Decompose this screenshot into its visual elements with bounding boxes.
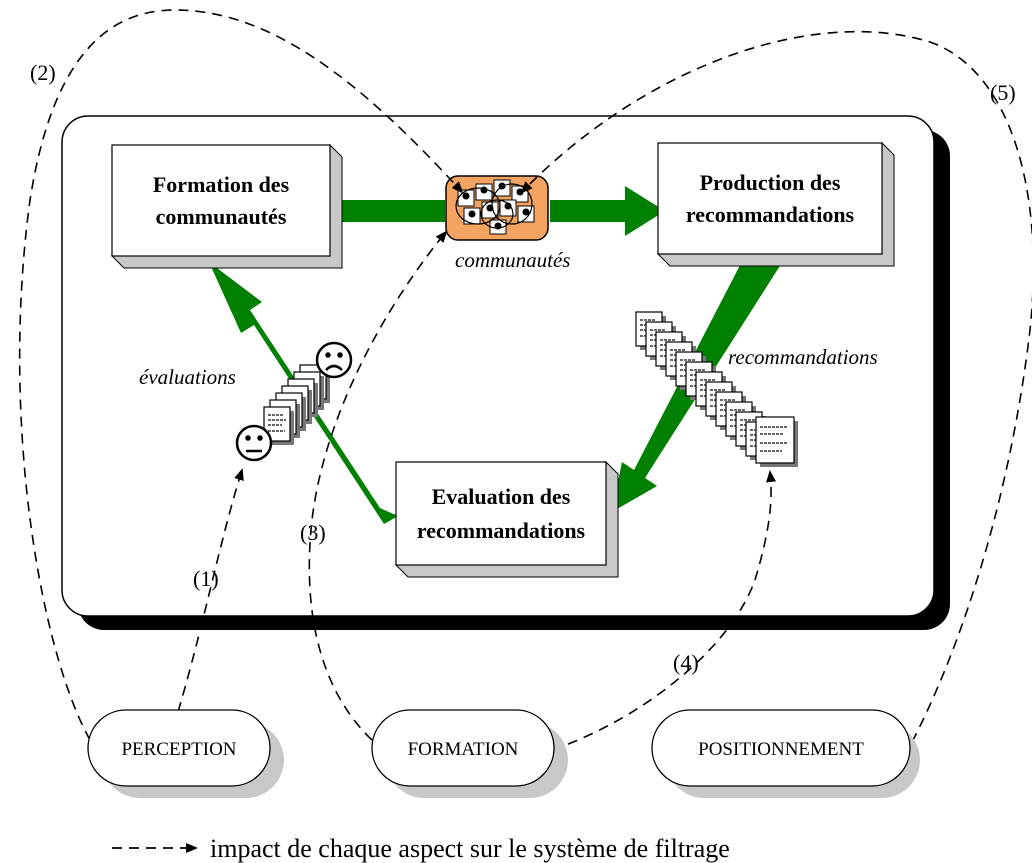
arrow-formation-to-communities: [330, 200, 445, 222]
box-evaluation-line1: Evaluation des: [432, 484, 571, 509]
impact-number-5: (5): [990, 80, 1016, 105]
box-formation: Formation des communautés: [110, 143, 343, 269]
box-formation-line1: Formation des: [153, 172, 290, 197]
recommandations-documents: [636, 312, 798, 467]
box-evaluation-line2: recommandations: [417, 518, 586, 543]
impact-curve-1: [177, 468, 244, 713]
box-evaluation: Evaluation des recommandations: [394, 460, 619, 578]
aspect-perception: PERCEPTION: [87, 709, 284, 798]
impact-curve-3: [308, 230, 448, 741]
community-icon: [445, 175, 549, 241]
arrow-communities-to-production: [550, 186, 665, 236]
aspect-formation-label: FORMATION: [408, 739, 519, 760]
neutral-face-icon: [235, 424, 273, 462]
aspect-perception-label: PERCEPTION: [121, 739, 236, 760]
box-production-line2: recommandations: [686, 202, 855, 227]
aspect-positionnement-label: POSITIONNEMENT: [698, 739, 864, 760]
impact-number-1: (1): [193, 566, 219, 591]
impact-curve-4: [551, 470, 777, 751]
impact-number-4: (4): [673, 650, 699, 675]
box-formation-line2: communautés: [156, 204, 287, 229]
label-evaluations: évaluations: [139, 365, 236, 389]
impact-number-3: (3): [300, 520, 326, 545]
box-production: Production des recommandations: [656, 141, 895, 267]
label-communautes: communautés: [455, 248, 570, 272]
legend-text: impact de chaque aspect sur le système d…: [210, 834, 730, 863]
aspect-formation: FORMATION: [371, 709, 568, 798]
box-production-line1: Production des: [700, 170, 841, 195]
legend: impact de chaque aspect sur le système d…: [112, 834, 730, 863]
sad-face-icon: [315, 341, 353, 379]
label-recommandations: recommandations: [728, 345, 878, 369]
aspect-positionnement: POSITIONNEMENT: [651, 709, 920, 798]
impact-number-2: (2): [30, 60, 56, 85]
impact-curve-2: [18, 9, 464, 741]
impact-curves: [18, 9, 1032, 751]
